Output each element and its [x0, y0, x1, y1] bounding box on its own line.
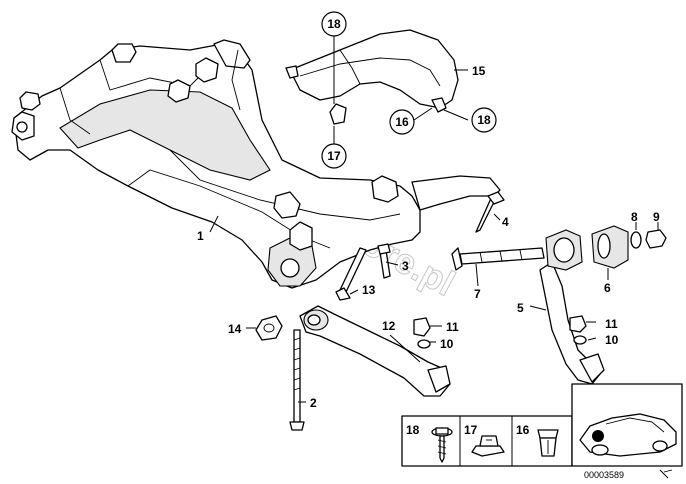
car-silhouette-icon	[579, 413, 677, 457]
clip-nut-17-icon	[471, 435, 505, 457]
callout-circle-16	[389, 109, 415, 135]
callout-9: 9	[653, 210, 660, 224]
washer-10-right	[573, 335, 587, 345]
heat-shield	[285, 29, 459, 125]
nut-11-left	[413, 317, 431, 337]
fastener-legend: 18 17 16	[401, 415, 573, 467]
front-axle-carrier	[11, 39, 501, 289]
leader-lines	[209, 34, 659, 403]
diagram-id: 00003589	[584, 470, 624, 480]
bolt-2	[289, 329, 305, 431]
bolt-3	[377, 243, 391, 279]
callout-2: 2	[310, 396, 317, 410]
callout-circle-18-top	[321, 11, 347, 37]
callout-4: 4	[502, 215, 509, 229]
callout-14: 14	[228, 322, 242, 336]
wishbone-12	[299, 305, 451, 397]
callout-17: 17	[327, 149, 341, 163]
callout-7: 7	[474, 287, 481, 301]
circled-callouts: 18 17 16 18	[321, 11, 497, 169]
washer-10-left	[417, 339, 431, 349]
vehicle-locator: 00003589	[571, 383, 683, 480]
bolt-7	[451, 247, 545, 271]
callout-11-left: 11	[446, 320, 459, 334]
legend-label-16: 16	[516, 423, 530, 437]
bolt-4	[475, 191, 505, 233]
callout-10-left: 10	[440, 337, 454, 351]
callout-circle-18-right	[471, 107, 497, 133]
callout-12: 12	[382, 319, 396, 333]
callout-15: 15	[472, 64, 486, 78]
washer-8	[630, 231, 642, 249]
callout-11-right: 11	[605, 317, 618, 331]
tension-strut-5	[539, 229, 605, 385]
callout-circle-17	[321, 143, 347, 169]
callout-10-right: 10	[605, 333, 619, 347]
callout-13: 13	[362, 283, 376, 297]
screw-18-icon	[431, 427, 453, 463]
callout-18-top: 18	[327, 17, 341, 31]
bushing-6	[591, 225, 629, 269]
legend-label-17: 17	[464, 423, 478, 437]
nut-14	[255, 315, 283, 341]
clip-16-icon	[537, 429, 559, 457]
callout-labels: 1 2 3 4 5 6 7 8 9 10 10 11 11 12 13 14 1…	[197, 64, 660, 410]
callout-3: 3	[402, 259, 409, 273]
bolt-13	[335, 247, 367, 301]
callout-8: 8	[631, 210, 638, 224]
callout-1: 1	[197, 229, 204, 243]
nut-9	[645, 229, 667, 249]
legend-label-18: 18	[406, 423, 420, 437]
callout-6: 6	[604, 281, 611, 295]
callout-18-right: 18	[477, 113, 491, 127]
corner-mark	[659, 469, 673, 479]
callout-16: 16	[395, 115, 409, 129]
callout-5: 5	[517, 301, 524, 315]
nut-11-right	[569, 315, 587, 333]
front-axle-location-dot	[592, 430, 604, 442]
